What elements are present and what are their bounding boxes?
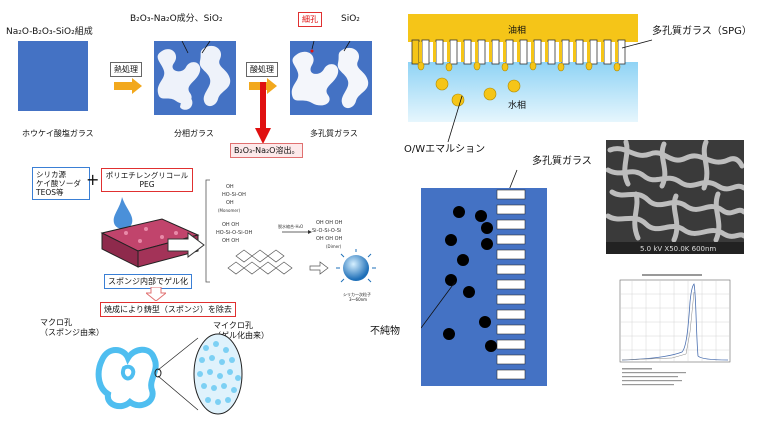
filter-title: 多孔質ガラス (532, 156, 592, 167)
svg-text:OH OH: OH OH (222, 222, 239, 228)
impurity-label: 不純物 (370, 326, 400, 337)
borosilicate-glass-block (18, 41, 88, 111)
silica-source-line: シリカ源 (36, 170, 66, 179)
phase-components-label: B₂O₃-Na₂O成分、SiO₂ (130, 14, 223, 24)
macro-micro-pore-illustration (95, 333, 243, 415)
dimer-label: (Dimer) (326, 244, 342, 249)
phase-glass-label: 分相ガラス (174, 129, 214, 138)
micro-pore-line: マイクロ孔 (213, 321, 253, 330)
emulsion-diagram (408, 14, 638, 122)
silica-source-box: シリカ源 ケイ酸ソーダ TEOS等 (32, 167, 90, 200)
silica-particle (336, 249, 376, 283)
phase-separated-glass (154, 41, 236, 115)
dissolve-arrow (255, 82, 271, 144)
silica-chemistry-diagram: OH HO-Si-OH OH (Monomer) OH OH HO-Si-O-S… (205, 179, 343, 283)
svg-text:OH OH OH: OH OH OH (316, 236, 343, 242)
silica-source-line: ケイ酸ソーダ (36, 179, 81, 188)
micro-pore-label: マイクロ孔 （ゲル化由来） (213, 321, 269, 341)
sponge-illustration (100, 197, 205, 268)
svg-text:OH: OH (226, 184, 234, 190)
oil-phase-label: 油相 (508, 26, 527, 36)
pore-label: 細孔 (298, 12, 322, 27)
particle-size-label: 3〜60nm (349, 297, 368, 302)
peg-line: PEG (139, 180, 155, 189)
heat-treatment-label: 熱処理 (110, 62, 142, 77)
sem-caption: 5.0 kV X50.0K 600nm (640, 245, 716, 253)
water-phase-label: 水相 (508, 101, 527, 111)
peg-box: ポリエチレングリコール PEG (101, 168, 193, 192)
macro-pore-line: マクロ孔 (40, 318, 72, 327)
callout-lines (447, 39, 653, 143)
porous-glass-label: 多孔質ガラス (310, 129, 358, 138)
micro-pore-line: （ゲル化由来） (213, 331, 269, 340)
macro-pore-label: マクロ孔 （スポンジ由来） (40, 318, 104, 338)
borosilicate-glass-label: ホウケイ酸塩ガラス (22, 129, 94, 138)
gelation-label: スポンジ内部でゲル化 (104, 274, 192, 289)
porous-glass (290, 41, 372, 115)
composition-label: Na₂O-B₂O₃-SiO₂組成 (6, 27, 93, 37)
heat-arrow (114, 78, 142, 94)
svg-text:HO-Si-O-Si-OH: HO-Si-O-Si-OH (216, 230, 252, 236)
monomer-label: (Monomer) (218, 208, 240, 213)
dissolution-label: B₂O₃-Na₂O溶出。 (230, 143, 304, 158)
burn-label: 焼成により鋳型（スポンジ）を除去 (100, 302, 236, 317)
filter-diagram (421, 169, 547, 386)
particle-label: シリカ一次粒子 (343, 292, 371, 297)
peg-line: ポリエチレングリコール (105, 171, 189, 180)
down-arrow (146, 287, 166, 301)
acid-treatment-label: 酸処理 (246, 62, 278, 77)
svg-text:OH: OH (226, 200, 234, 206)
pore-distribution-chart (619, 274, 731, 386)
svg-text:Si-O-Si-O-Si: Si-O-Si-O-Si (312, 228, 341, 234)
plus-sign: + (86, 170, 100, 189)
sem-micrograph: 5.0 kV X50.0K 600nm (606, 140, 744, 254)
reaction-label: 脱水縮合-H₂O (278, 223, 303, 229)
svg-text:OH OH: OH OH (222, 238, 239, 244)
sio2-label: SiO₂ (341, 14, 360, 24)
macro-pore-line: （スポンジ由来） (40, 328, 104, 337)
svg-text:OH OH OH: OH OH OH (316, 220, 343, 226)
ow-emulsion-label: O/Wエマルション (404, 144, 486, 155)
svg-text:HO-Si-OH: HO-Si-OH (222, 192, 246, 198)
spg-label: 多孔質ガラス（SPG） (652, 26, 752, 37)
silica-source-line: TEOS等 (36, 188, 64, 197)
